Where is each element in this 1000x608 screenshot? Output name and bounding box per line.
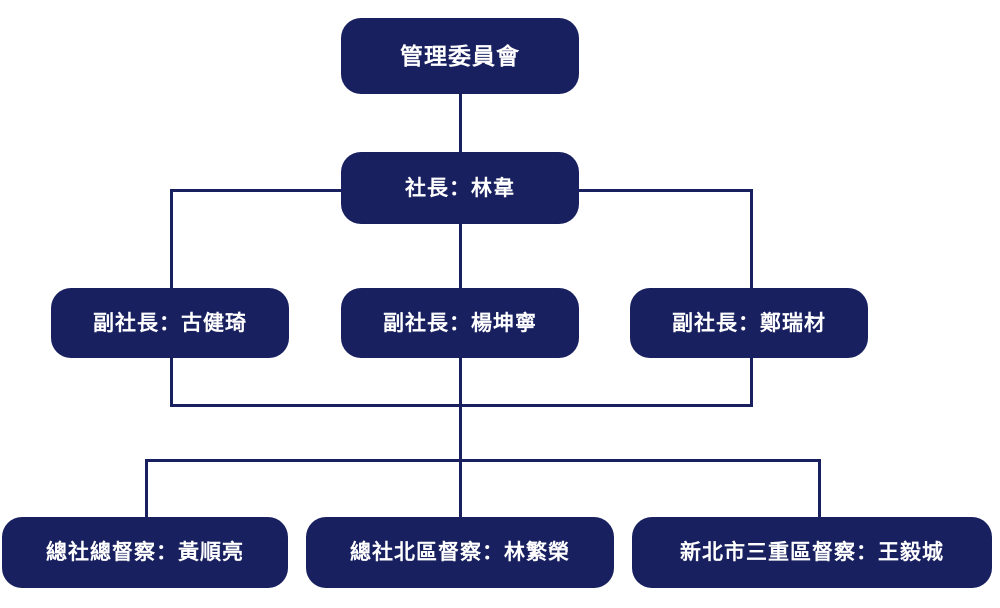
node-vice-president-mid[interactable]: 副社長：楊坤寧 — [341, 288, 579, 358]
node-label: 新北市三重區督察：王毅城 — [680, 541, 944, 564]
connector-vp-bus-to-inspector-bus — [459, 404, 462, 462]
connector-committee-to-president — [459, 92, 462, 154]
connector-vp-right-down — [750, 356, 753, 407]
node-label: 副社長：楊坤寧 — [383, 311, 537, 335]
node-management-committee[interactable]: 管理委員會 — [341, 18, 579, 94]
connector-president-to-vp-mid — [459, 222, 462, 290]
node-vice-president-right[interactable]: 副社長：鄭瑞材 — [630, 288, 868, 358]
connector-president-bus-right — [577, 189, 753, 192]
node-label: 社長：林韋 — [405, 176, 515, 200]
node-inspector-general[interactable]: 總社總督察：黃順亮 — [2, 517, 288, 588]
connector-president-bus-left — [170, 189, 343, 192]
node-inspector-north-district[interactable]: 總社北區督察：林繁榮 — [306, 517, 614, 588]
connector-president-to-vp-right — [750, 189, 753, 290]
node-vice-president-left[interactable]: 副社長：古健琦 — [51, 288, 289, 358]
connector-to-inspector-mid — [459, 459, 462, 519]
connector-to-inspector-left — [145, 459, 148, 519]
connector-president-to-vp-left — [170, 189, 173, 290]
node-label: 副社長：古健琦 — [93, 311, 247, 335]
node-label: 副社長：鄭瑞材 — [672, 311, 826, 335]
node-inspector-sanchong-district[interactable]: 新北市三重區督察：王毅城 — [632, 517, 992, 588]
node-label: 總社總督察：黃順亮 — [46, 541, 244, 564]
connector-to-inspector-right — [818, 459, 821, 519]
node-label: 管理委員會 — [400, 42, 520, 69]
connector-vp-mid-down — [459, 356, 462, 407]
node-label: 總社北區督察：林繁榮 — [350, 541, 570, 564]
connector-vp-left-down — [170, 356, 173, 407]
connector-inspector-bus — [145, 459, 821, 462]
node-president[interactable]: 社長：林韋 — [341, 152, 579, 224]
